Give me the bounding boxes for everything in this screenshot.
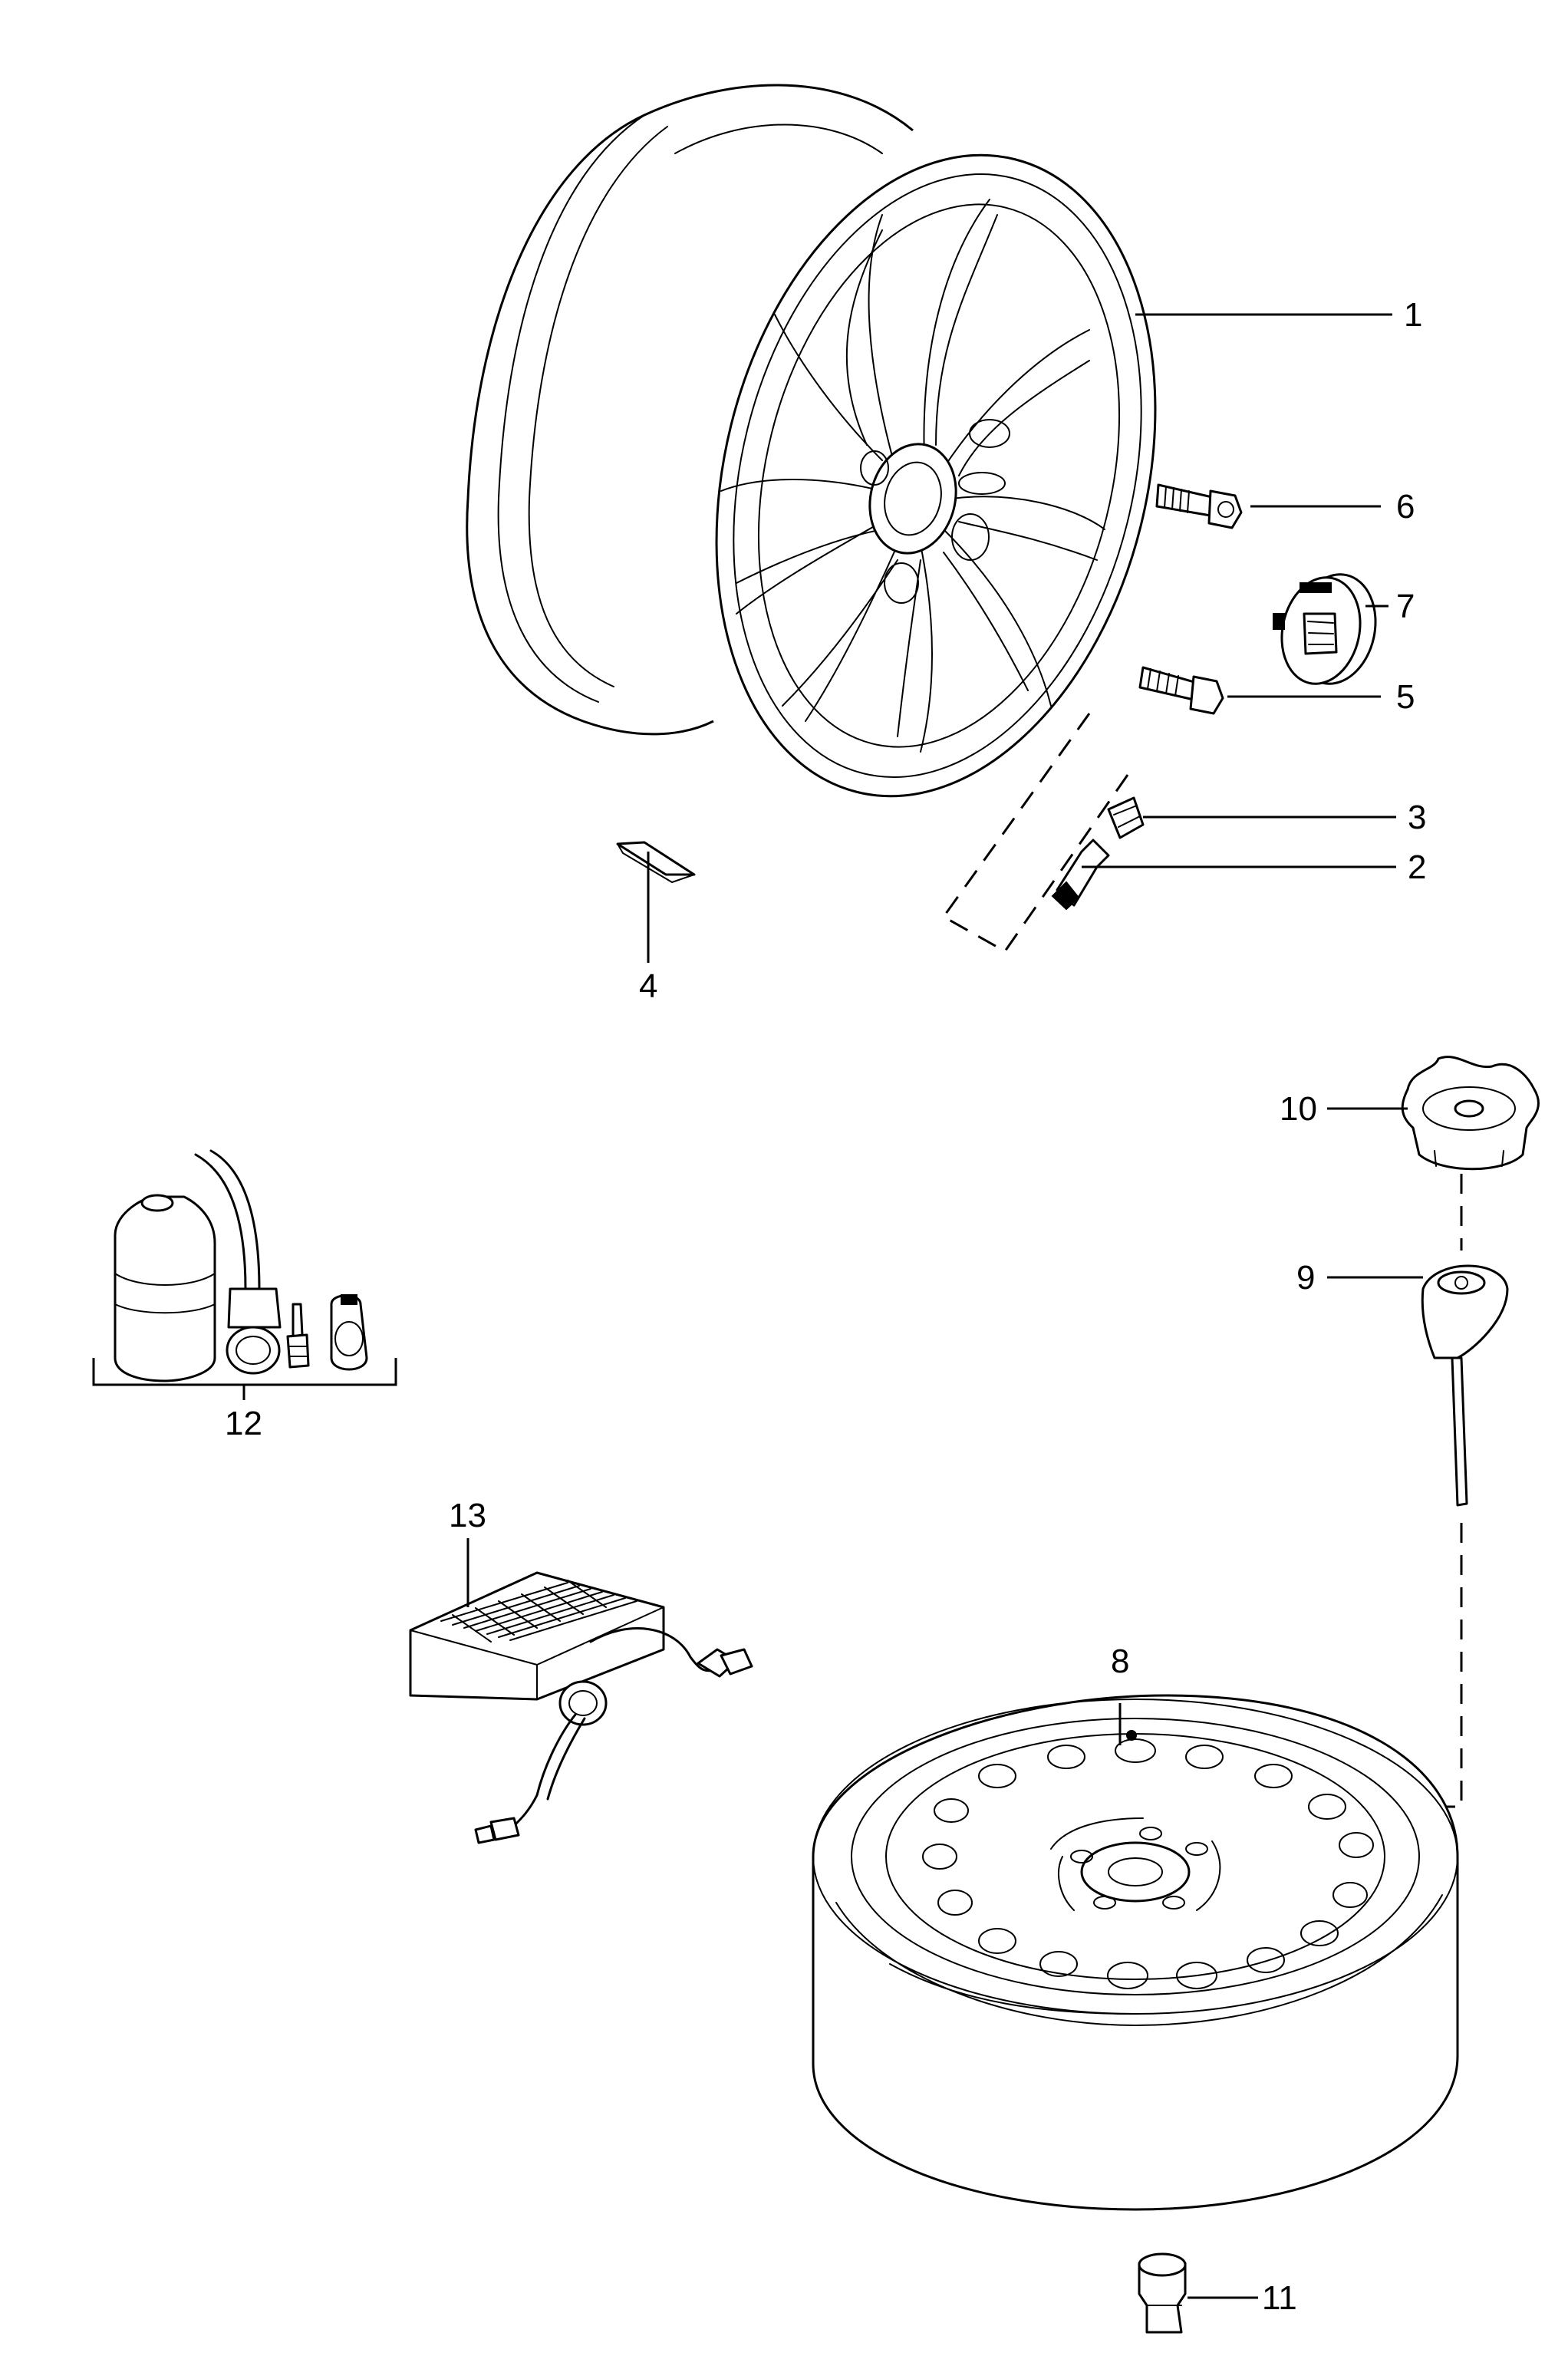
callout-7: 7 — [1396, 588, 1415, 625]
sealant-bottle — [114, 1194, 216, 1382]
callout-5: 5 — [1396, 678, 1415, 716]
filler-hose — [194, 1149, 282, 1375]
callout-10: 10 — [1280, 1090, 1317, 1128]
callout-6: 6 — [1396, 488, 1415, 526]
valve-cap — [1107, 796, 1145, 839]
valve-stem — [1051, 839, 1110, 911]
callout-8: 8 — [1111, 1643, 1129, 1680]
leader-lines — [466, 313, 1423, 2299]
callout-12: 12 — [225, 1405, 262, 1442]
valve-tool — [330, 1294, 368, 1371]
retaining-rod — [1421, 1264, 1509, 1507]
callout-4: 4 — [639, 967, 657, 1005]
wing-nut — [1401, 1056, 1540, 1171]
kit-bracket — [92, 1358, 397, 1400]
tire-sealant-kit — [92, 1149, 397, 1400]
spare-wheel — [812, 1694, 1459, 2211]
balance-weight — [616, 841, 696, 883]
rubber-buffer — [1138, 2252, 1187, 2334]
valve-insert — [286, 1303, 310, 1369]
air-compressor — [409, 1571, 753, 1844]
alloy-wheel — [466, 84, 1157, 798]
callout-2: 2 — [1408, 848, 1426, 886]
wheel-bolt-long — [1155, 483, 1243, 529]
callout-3: 3 — [1408, 799, 1426, 836]
callout-9: 9 — [1296, 1259, 1315, 1297]
callout-13: 13 — [449, 1497, 486, 1534]
valve-assembly — [941, 713, 1145, 953]
wheel-bolt-short — [1138, 666, 1224, 715]
callout-11: 11 — [1262, 2279, 1297, 2317]
center-cap — [1273, 573, 1377, 685]
callout-1: 1 — [1404, 296, 1422, 334]
